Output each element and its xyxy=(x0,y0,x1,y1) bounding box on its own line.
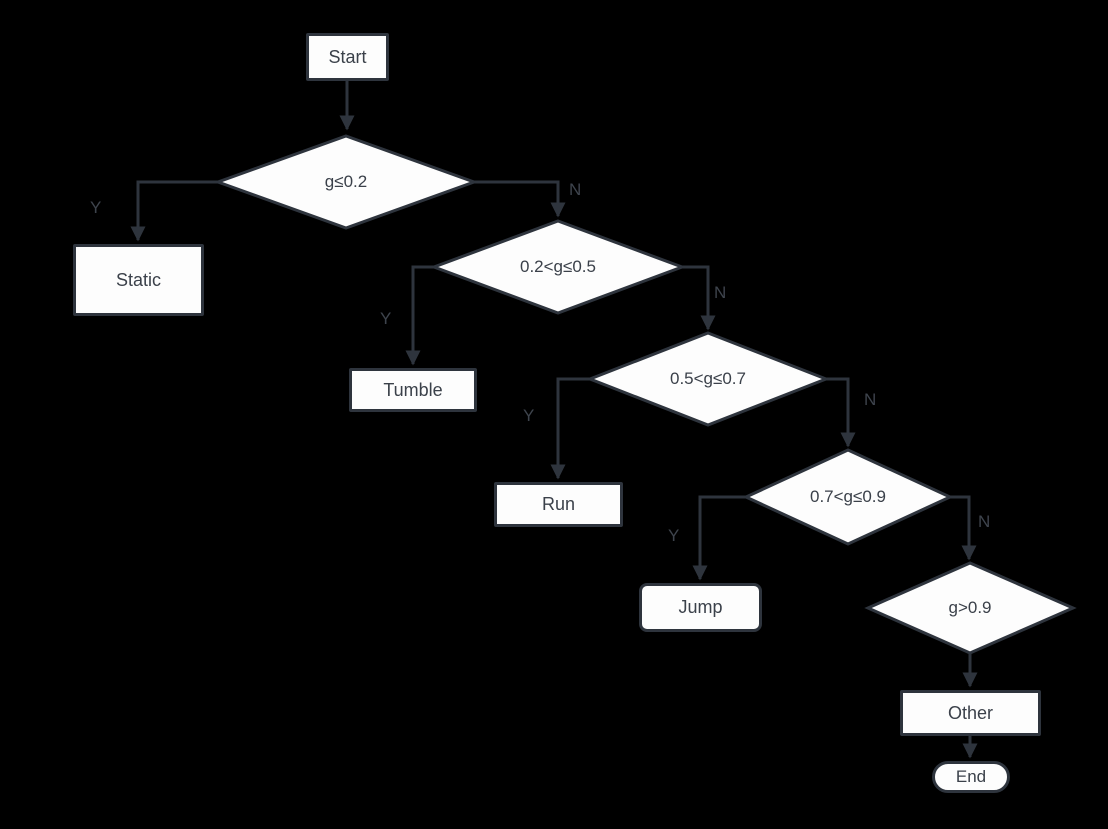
node-tumble: Tumble xyxy=(349,368,477,412)
edge-d4-yes-to-jump xyxy=(692,495,746,581)
decision-label-5: g>0.9 xyxy=(948,598,992,617)
decision-label-1: g≤0.2 xyxy=(324,172,368,191)
decision-label-3: 0.5<g≤0.7 xyxy=(670,369,746,388)
decision-diamond-5 xyxy=(864,561,1077,655)
branch-label-d1-no: N xyxy=(569,180,582,199)
branch-label-d2-no: N xyxy=(714,283,727,302)
decision-label-4: 0.7<g≤0.9 xyxy=(810,487,886,506)
node-start: Start xyxy=(306,33,389,81)
node-end: End xyxy=(932,761,1010,793)
branch-label-d3-no: N xyxy=(864,390,877,409)
decision-diamond-3 xyxy=(585,331,831,427)
decision-diamond-4 xyxy=(742,448,954,546)
edge-d2-no-to-d3 xyxy=(682,265,716,331)
branch-label-d3-yes: Y xyxy=(523,406,535,425)
edge-d3-no-to-d4 xyxy=(826,377,856,448)
node-run: Run xyxy=(494,482,623,527)
edge-d3-yes-to-run xyxy=(550,377,590,480)
node-other: Other xyxy=(900,690,1041,736)
edge-d2-yes-to-tumble xyxy=(405,265,434,366)
edge-d1-yes-to-static xyxy=(130,180,218,242)
edge-d1-no-to-d2 xyxy=(474,180,566,218)
branch-label-d4-no: N xyxy=(978,512,991,531)
decision-diamond-1 xyxy=(213,134,479,230)
decision-diamond-2 xyxy=(429,219,687,315)
node-jump: Jump xyxy=(639,583,762,632)
decision-label-2: 0.2<g≤0.5 xyxy=(520,257,596,276)
branch-label-d4-yes: Y xyxy=(668,526,680,545)
branch-label-d1-yes: Y xyxy=(90,198,102,217)
branch-label-d2-yes: Y xyxy=(380,309,392,328)
edge-d4-no-to-d5 xyxy=(950,495,977,561)
node-static: Static xyxy=(73,244,204,316)
